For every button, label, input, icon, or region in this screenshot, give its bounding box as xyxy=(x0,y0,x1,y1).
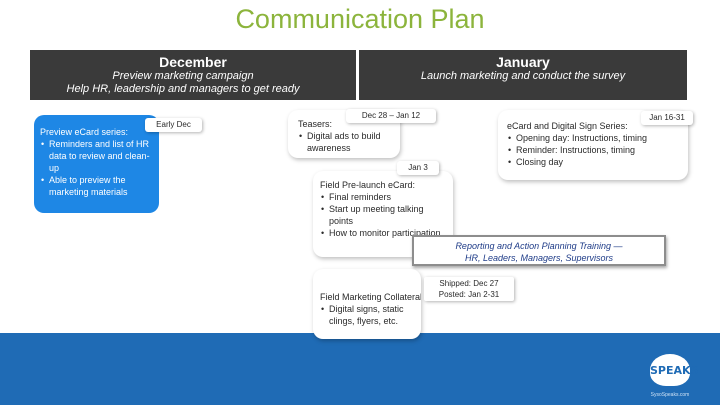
training-line: Reporting and Action Planning Training — xyxy=(455,241,623,251)
list-item: Reminders and list of HR data to review … xyxy=(40,138,153,174)
month-description-line: Help HR, leadership and managers to get … xyxy=(66,83,300,95)
date-tag-early-dec: Early Dec xyxy=(145,118,202,132)
month-description-line: Preview marketing campaign xyxy=(112,70,254,82)
month-header-january: January Launch marketing and conduct the… xyxy=(359,50,687,100)
training-banner: Reporting and Action Planning Training —… xyxy=(412,235,666,266)
field-marketing-list: Digital signs, static clings, flyers, et… xyxy=(320,303,415,327)
list-item: Digital ads to build awareness xyxy=(298,130,392,154)
preview-ecard-list: Reminders and list of HR data to review … xyxy=(40,138,153,198)
training-line: HR, Leaders, Managers, Supervisors xyxy=(464,253,614,263)
month-header-december: December Preview marketing campaign Help… xyxy=(30,50,356,100)
box-heading: Field Pre-launch eCard: xyxy=(320,180,416,190)
speech-bubble-icon xyxy=(650,354,690,386)
teasers-list: Digital ads to build awareness xyxy=(298,130,392,154)
box-heading: eCard and Digital Sign Series: xyxy=(507,121,628,131)
list-item: Closing day xyxy=(507,156,680,168)
logo-wordmark: SPEAKS xyxy=(650,364,699,377)
ecard-sign-list: Opening day: Instructions, timing Remind… xyxy=(507,132,680,168)
field-marketing-box: Field Marketing Collateral: Digital sign… xyxy=(313,269,421,339)
date-tag-teasers: Dec 28 – Jan 12 xyxy=(346,109,436,123)
speaks-logo: SPEAKS SysoSpeaks.com xyxy=(640,352,700,400)
preview-ecard-box: Preview eCard series: Reminders and list… xyxy=(34,115,159,213)
date-tag-jan-16-31: Jan 16-31 xyxy=(641,111,693,125)
month-name-december: December xyxy=(159,54,227,70)
field-prelaunch-list: Final reminders Start up meeting talking… xyxy=(320,191,447,239)
list-item: Opening day: Instructions, timing xyxy=(507,132,680,144)
shipped-date: Shipped: Dec 27 xyxy=(439,279,499,288)
box-heading: Preview eCard series: xyxy=(40,127,129,137)
shipped-posted-tag: Shipped: Dec 27 Posted: Jan 2-31 xyxy=(424,277,514,301)
list-item: How to monitor participation xyxy=(320,227,447,239)
list-item: Reminder: Instructions, timing xyxy=(507,144,680,156)
month-description-january: Launch marketing and conduct the survey xyxy=(359,70,687,83)
list-item: Able to preview the marketing materials xyxy=(40,174,153,198)
date-tag-jan-3: Jan 3 xyxy=(397,161,439,175)
footer-band xyxy=(0,333,720,405)
list-item: Final reminders xyxy=(320,191,447,203)
month-name-january: January xyxy=(496,54,550,70)
box-heading: Field Marketing Collateral: xyxy=(320,292,421,302)
month-description-line: Launch marketing and conduct the survey xyxy=(420,70,626,82)
box-heading: Teasers: xyxy=(298,119,333,129)
month-description-december: Preview marketing campaign Help HR, lead… xyxy=(20,70,346,96)
logo-url: SysoSpeaks.com xyxy=(650,392,690,398)
page-title: Communication Plan xyxy=(235,4,485,34)
list-item: Start up meeting talking points xyxy=(320,203,447,227)
list-item: Digital signs, static clings, flyers, et… xyxy=(320,303,415,327)
posted-date: Posted: Jan 2-31 xyxy=(438,290,500,299)
